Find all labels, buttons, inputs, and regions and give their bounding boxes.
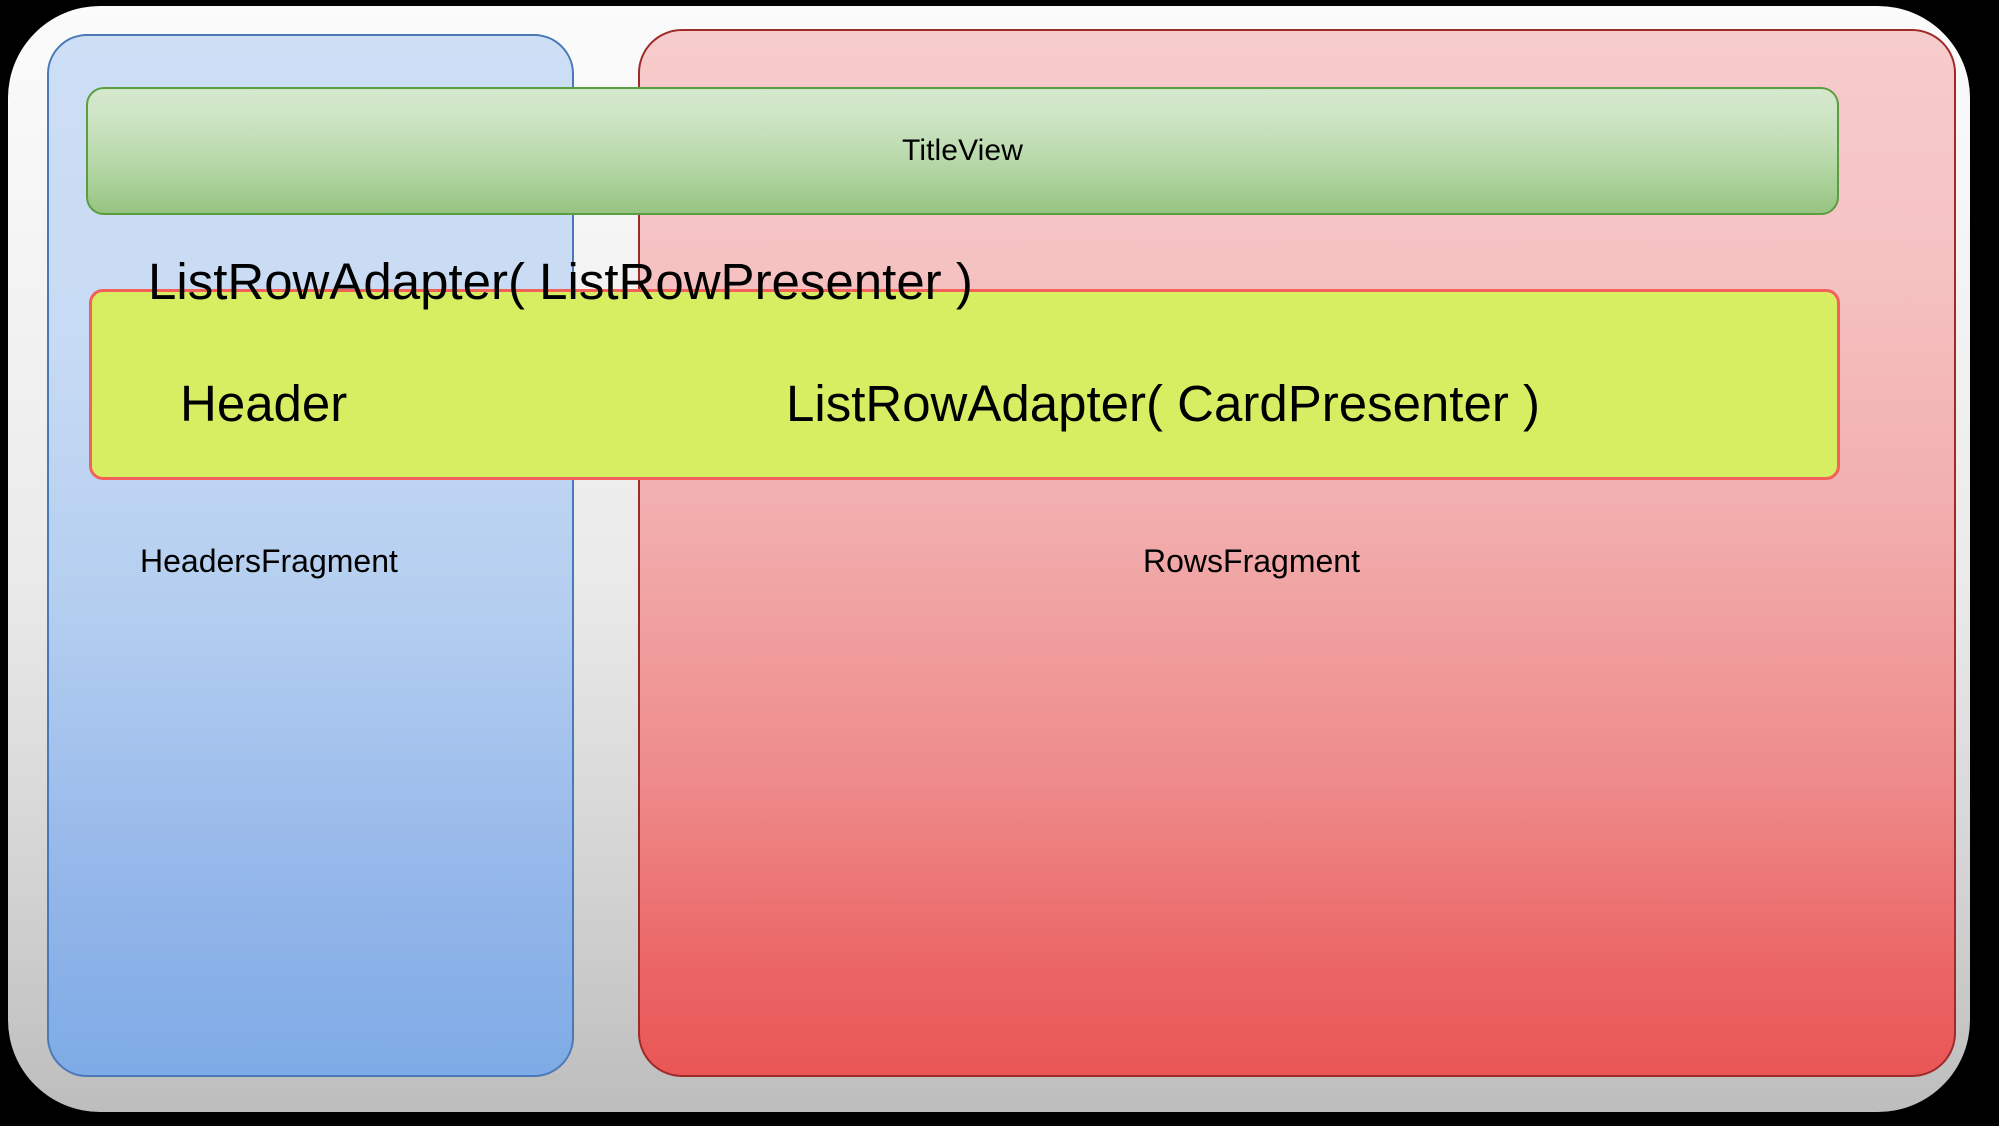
title-view-bar[interactable]: TitleView (86, 87, 1839, 215)
header-label: Header (180, 375, 348, 432)
list-row-adapter-presenter-label: ListRowAdapter( ListRowPresenter ) (148, 253, 973, 310)
card-presenter-row-box[interactable] (89, 289, 1840, 480)
headers-fragment-label: HeadersFragment (140, 543, 398, 579)
rows-fragment-label: RowsFragment (1143, 543, 1360, 579)
title-view-label: TitleView (902, 134, 1023, 167)
list-row-adapter-card-presenter-label: ListRowAdapter( CardPresenter ) (786, 375, 1540, 432)
